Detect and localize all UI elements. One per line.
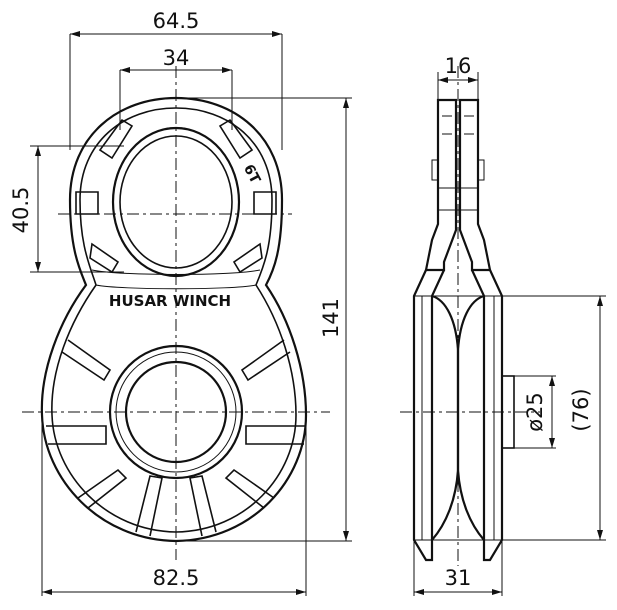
side-view: 16 ø25 (76) 31: [400, 54, 606, 596]
spoke: [46, 425, 107, 445]
dim-eye-height-label: 40.5: [9, 187, 33, 234]
dim-top-width: 64.5: [69, 9, 283, 150]
dim-bore-diameter: ø25: [514, 375, 556, 449]
side-plate-right: [471, 269, 504, 562]
eye-opening-inner: [119, 135, 233, 269]
dim-eye-width-label: 34: [163, 46, 190, 70]
sheave-groove: [456, 294, 485, 541]
side-clevis-left: [424, 98, 458, 272]
eye-rib: [89, 242, 120, 274]
dim-side-bottom-width: 31: [413, 540, 503, 596]
dim-bottom-width: 82.5: [41, 420, 307, 596]
front-view: HUSAR WINCH 6T 64.5 34: [9, 9, 352, 596]
spoke: [77, 468, 128, 509]
spoke: [240, 339, 291, 382]
spoke: [245, 425, 306, 445]
dim-bottom-width-label: 82.5: [153, 566, 200, 590]
dim-top-width-label: 64.5: [153, 9, 200, 33]
waist-line: [95, 284, 257, 290]
spoke: [135, 475, 163, 537]
side-plate-left: [412, 269, 445, 562]
dim-side-bottom-width-label: 31: [445, 566, 472, 590]
spoke: [61, 339, 112, 382]
rating-label: 6T: [240, 162, 263, 187]
dim-total-height-label: 141: [319, 298, 343, 338]
eye-rib: [218, 118, 254, 160]
spoke: [189, 475, 217, 537]
dim-eye-width: 34: [119, 46, 233, 130]
spoke: [224, 468, 275, 509]
side-clevis-right: [458, 98, 492, 272]
dim-eye-height: 40.5: [9, 145, 124, 273]
dim-total-height: 141: [176, 97, 352, 542]
brand-label: HUSAR WINCH: [109, 292, 231, 310]
dim-side-top-width: 16: [437, 54, 479, 100]
dim-bore-diameter-label: ø25: [523, 392, 547, 432]
dim-side-top-width-label: 16: [445, 54, 472, 78]
dim-sheave-diameter: (76): [502, 295, 606, 541]
dim-sheave-diameter-label: (76): [569, 388, 593, 431]
sheave-groove: [431, 294, 460, 541]
eye-rib: [98, 118, 134, 160]
eye-rib: [232, 242, 263, 274]
